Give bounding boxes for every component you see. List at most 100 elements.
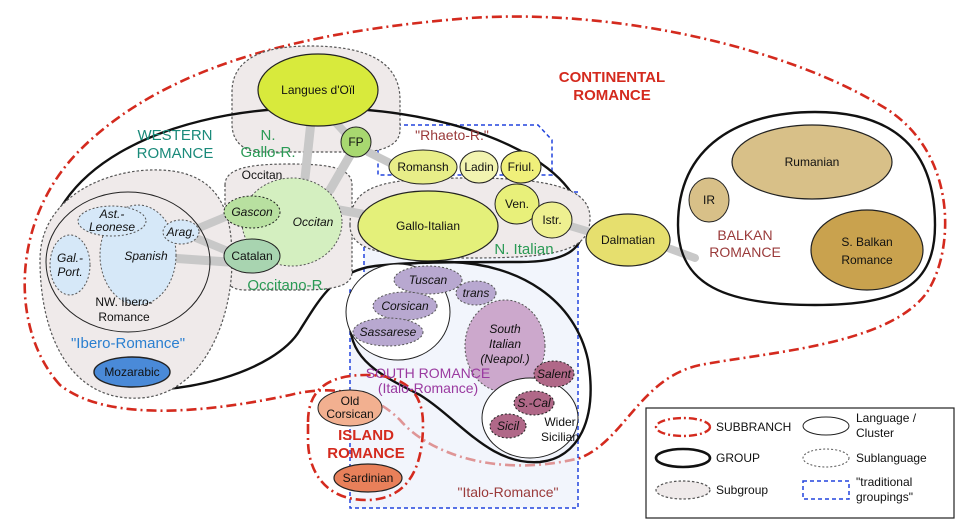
- tuscan-label: Tuscan: [409, 273, 448, 287]
- sicil-label: Sicil: [497, 419, 519, 433]
- legend-group-swatch: [654, 447, 712, 469]
- occitan-cluster-label: Occitan: [242, 168, 283, 182]
- salent-language: [533, 360, 575, 388]
- svg-text:ROMANCE: ROMANCE: [137, 145, 214, 162]
- connector-fp-occitan: [325, 147, 357, 195]
- s-balkan-romance-language: [810, 209, 924, 291]
- friulian-language: [500, 150, 542, 184]
- legend-sublanguage-swatch: [802, 448, 850, 468]
- legend-subbranch-label: SUBBRANCH: [716, 420, 791, 434]
- svg-text:Italian: Italian: [489, 337, 521, 351]
- mozarabic-language: [93, 356, 171, 388]
- sardinian-language: [333, 463, 403, 493]
- ibero-romance-traditional-label: "Ibero-Romance": [71, 335, 185, 352]
- rhaeto-romance-traditional-label: "Rhaeto-R.": [415, 127, 489, 143]
- svg-text:(Neapol.): (Neapol.): [480, 352, 529, 366]
- legend-group-label: GROUP: [716, 451, 760, 465]
- aragonese-label: Arag.: [166, 225, 196, 239]
- occitano-romance-label: Occitano-R.: [247, 277, 326, 294]
- svg-text:Port.: Port.: [57, 265, 82, 279]
- s-balkan-romance-label: S. Balkan Romance: [841, 235, 893, 267]
- astur-leonese-label: Ast.- Leonese: [89, 207, 135, 234]
- trans-language: [455, 280, 497, 306]
- svg-text:Gal.-: Gal.-: [57, 251, 83, 265]
- sassarese-label: Sassarese: [360, 325, 417, 339]
- galician-portuguese-language: [49, 234, 91, 296]
- svg-text:Romance: Romance: [841, 253, 893, 267]
- trans-label: trans: [463, 286, 490, 300]
- svg-text:Leonese: Leonese: [89, 220, 135, 234]
- s-cal-label: S.-Cal: [517, 396, 551, 410]
- n-gallo-romance-label: N. Gallo-R.: [240, 127, 295, 161]
- svg-text:ROMANCE: ROMANCE: [573, 87, 651, 104]
- tuscan-language: [393, 265, 463, 295]
- legend-language-label: Language / Cluster: [856, 411, 917, 440]
- corsican-label: Corsican: [381, 299, 429, 313]
- connector-arag-gascon: [190, 211, 234, 234]
- svg-text:CONTINENTAL: CONTINENTAL: [559, 69, 665, 86]
- svg-text:NW. Ibero-: NW. Ibero-: [95, 295, 152, 309]
- svg-text:Ast.-: Ast.-: [99, 207, 125, 221]
- s-cal-language: [513, 390, 555, 416]
- mozarabic-label: Mozarabic: [104, 365, 159, 379]
- svg-text:Corsican: Corsican: [326, 407, 373, 421]
- svg-text:Old: Old: [341, 394, 360, 408]
- salent-label: Salent: [537, 367, 572, 381]
- rumanian-label: Rumanian: [785, 155, 840, 169]
- gallo-italian-label: Gallo-Italian: [396, 219, 460, 233]
- svg-text:ISLAND: ISLAND: [338, 427, 394, 444]
- legend-sublanguage-label: Sublanguage: [856, 451, 927, 465]
- venetian-label: Ven.: [505, 197, 529, 211]
- south-romance-label: SOUTH ROMANCE (Italo-Romance): [366, 365, 490, 396]
- dalmatian-label: Dalmatian: [601, 233, 655, 247]
- legend-subbranch-swatch: [654, 416, 712, 438]
- svg-text:ROMANCE: ROMANCE: [327, 445, 405, 462]
- old-corsican-label: Old Corsican: [326, 394, 373, 421]
- nw-ibero-romance-cluster: [45, 191, 211, 333]
- gascon-language: [223, 195, 281, 229]
- legend-language-swatch: [802, 416, 850, 436]
- svg-text:Sicilian: Sicilian: [541, 430, 579, 444]
- gascon-label: Gascon: [231, 205, 273, 219]
- catalan-language: [223, 238, 281, 274]
- svg-text:S. Balkan: S. Balkan: [841, 235, 892, 249]
- subbranch-continental-label: CONTINENTAL ROMANCE: [559, 69, 665, 104]
- old-corsican-language: [317, 389, 383, 427]
- legend-box: [645, 407, 955, 519]
- south-italian-label: South Italian (Neapol.): [480, 322, 529, 366]
- legend-subgroup-swatch: [655, 480, 711, 500]
- connector-spanish-catalan: [165, 253, 233, 267]
- svg-text:BALKAN: BALKAN: [717, 227, 772, 243]
- svg-text:WESTERN: WESTERN: [138, 127, 213, 144]
- romansh-label: Romansh: [397, 160, 448, 174]
- svg-text:Wider: Wider: [544, 415, 575, 429]
- south-romance-group-outline: [348, 260, 592, 464]
- sassarese-language: [352, 317, 424, 347]
- svg-text:Gallo-R.: Gallo-R.: [240, 144, 295, 161]
- svg-text:(Italo-Romance): (Italo-Romance): [378, 380, 478, 396]
- fp-label: FP: [348, 135, 363, 149]
- romansh-language: [388, 149, 458, 185]
- wider-sicilian-label: Wider Sicilian: [541, 415, 579, 444]
- occitan-label: Occitan: [293, 215, 334, 229]
- south-italian-language: [464, 299, 546, 393]
- svg-text:Cluster: Cluster: [856, 426, 894, 440]
- nw-ibero-romance-label: NW. Ibero- Romance: [95, 295, 152, 324]
- connector-occitan-galloitalian: [335, 205, 367, 219]
- connector-arag-catalan: [192, 234, 234, 256]
- svg-text:South: South: [489, 322, 521, 336]
- galician-portuguese-label: Gal.- Port.: [57, 251, 83, 279]
- island-romance-subbranch-outline: [306, 373, 425, 502]
- langues-doil-language: [257, 53, 379, 127]
- ladin-language: [459, 150, 499, 184]
- istro-rumanian-language: [688, 177, 730, 223]
- catalan-label: Catalan: [231, 249, 272, 263]
- italo-romance-traditional-label: "Italo-Romance": [458, 484, 559, 500]
- svg-text:ROMANCE: ROMANCE: [709, 244, 781, 260]
- legend-traditional-label: "traditional groupings": [856, 475, 913, 504]
- balkan-romance-group-outline: [676, 110, 937, 307]
- astur-leonese-language: [77, 205, 147, 237]
- langues-doil-label: Langues d'Oïl: [281, 83, 355, 97]
- svg-text:"traditional: "traditional: [856, 475, 912, 489]
